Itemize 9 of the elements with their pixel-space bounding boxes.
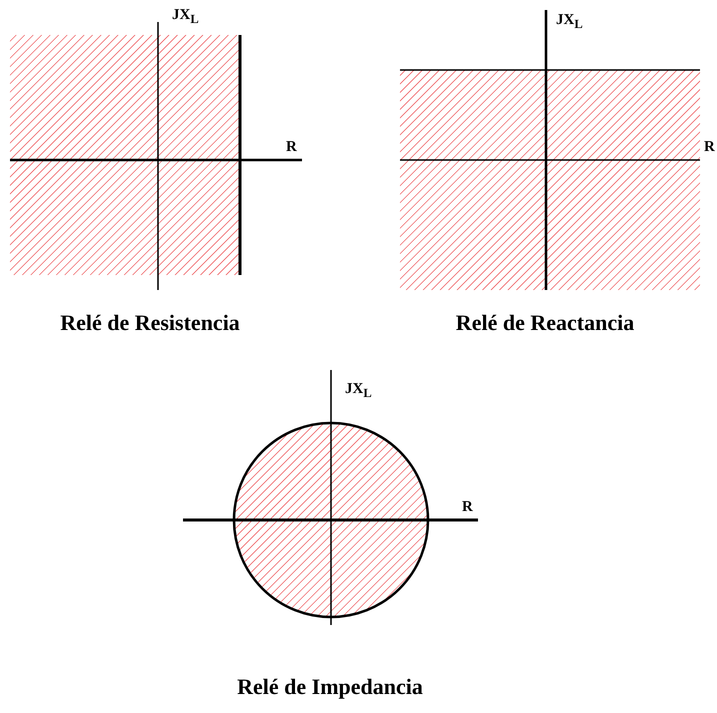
caption: Relé de Reactancia [456,312,634,334]
caption: Relé de Impedancia [237,676,423,698]
axis-label: R [462,500,473,515]
axis-label: JX$_{L}$ [556,13,583,30]
caption: Relé de Resistencia [60,312,240,334]
axis-label: R [286,140,297,155]
axis-label: JX$_{L}$ [345,382,372,400]
axis-label: R [704,140,715,155]
axis-label: JX$_{L}$ [172,8,199,26]
